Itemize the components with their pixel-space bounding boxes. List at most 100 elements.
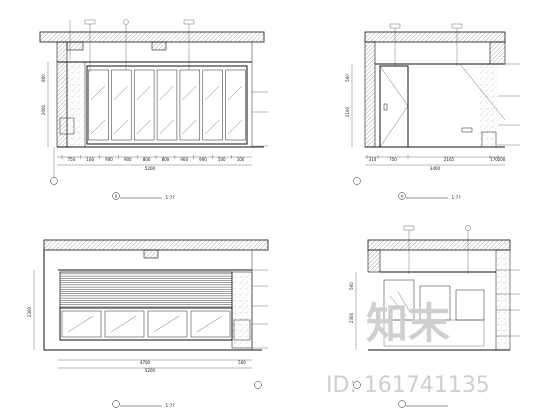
watermark-logo: 知末 [366, 299, 450, 348]
glass-reflection [228, 119, 243, 135]
window-panel [147, 310, 188, 338]
dim-bl-b: 500 [238, 360, 246, 365]
total-dim-top-left: 5200 [145, 166, 156, 171]
left-wall [56, 41, 68, 148]
glass-reflection [67, 315, 94, 333]
glass-reflection [90, 119, 105, 135]
section-marker-top-right [353, 177, 361, 185]
glass-reflection [136, 85, 151, 101]
glass-panel [202, 69, 223, 141]
dimension-label: 2165 [444, 157, 455, 162]
side-dim-top-left-b: 2000 [41, 104, 46, 115]
section-marker-bottom-left [254, 381, 262, 389]
door [379, 65, 409, 148]
side-dim-bl: 2300 [27, 306, 32, 317]
left-wall-right [364, 41, 376, 148]
drawing-title-bottom-right [398, 400, 448, 408]
glass-panel [133, 69, 155, 141]
ceiling-drop-right-block [489, 41, 506, 65]
glass-reflection [113, 85, 128, 101]
glass-reflection [196, 315, 223, 333]
glass-reflection [136, 119, 151, 135]
ceiling-drop-right [151, 41, 167, 51]
total-dim-top-right: 3400 [430, 166, 441, 171]
glass-reflection [205, 85, 220, 101]
dimension-label: 750 [389, 157, 397, 162]
dimension-label: 900 [199, 157, 207, 162]
section-marker-top-left [50, 147, 58, 185]
ceiling-slab [39, 31, 265, 43]
drawing-title-bottom-left: 1:?? [112, 400, 175, 409]
ceiling-slab-br [367, 239, 511, 251]
watermark-id: ID: 161741135 [326, 373, 490, 398]
glass-reflection [228, 85, 243, 101]
dimension-label: 170 [490, 157, 498, 162]
dimension-label: 900 [105, 157, 113, 162]
side-dim-top-right-b: 2100 [345, 106, 350, 117]
dimension-label: 100 [86, 157, 94, 162]
dimension-label: 900 [180, 157, 188, 162]
dimension-label: 750 [68, 157, 76, 162]
glass-reflection [113, 119, 128, 135]
glass-panel [156, 69, 178, 141]
speckle-wall-right [480, 64, 498, 147]
dimension-label: 100 [237, 157, 245, 162]
callouts-bottom-right [403, 225, 520, 337]
ceiling-drop-bl [143, 249, 159, 259]
ceiling-slab-bl [43, 239, 269, 251]
window-panel [190, 310, 231, 338]
dimension-label: 200 [498, 157, 506, 162]
scale-top-right: 1:?? [451, 195, 461, 201]
dimension-label: 800 [143, 157, 151, 162]
glass-panel [88, 69, 109, 141]
window-panel [104, 310, 145, 338]
dim-bl-a: 4700 [140, 360, 151, 365]
total-dim-bottom-left: 5200 [145, 368, 156, 373]
scale-bottom-left: 1:?? [165, 403, 175, 409]
window-band [59, 307, 233, 341]
window-panel [61, 310, 102, 338]
glass-reflection [153, 315, 180, 333]
ceiling-drop-left [66, 41, 84, 51]
dimension-label: 310 [369, 157, 377, 162]
ceiling-slab-right [364, 31, 506, 43]
watermark: 知末 ID: 161741135 [326, 299, 490, 398]
scale-top-left: 1:?? [165, 195, 175, 201]
right-wall-br [495, 249, 511, 351]
glass-reflection [159, 119, 174, 135]
side-dim-br-a: 500 [349, 282, 354, 290]
glass-reflection [205, 119, 220, 135]
speckle-wall-bl [231, 271, 253, 349]
callouts-top-right [389, 23, 520, 146]
glass-reflection [159, 85, 174, 101]
section-marker-bottom-right [353, 381, 361, 389]
roller-shutter [59, 271, 233, 309]
dimension-label: 500 [218, 157, 226, 162]
ceiling-drop-br [367, 249, 381, 273]
glass-panel [179, 69, 201, 141]
glass-panel [111, 69, 132, 141]
dimension-label: 800 [162, 157, 170, 162]
glass-panel [225, 69, 246, 141]
side-dim-top-right-a: 500 [345, 74, 350, 82]
elevation-bottom-right: 500 2300 [349, 225, 520, 408]
dimension-label: 900 [124, 157, 132, 162]
glass-partition [86, 65, 248, 145]
glass-reflection [110, 315, 137, 333]
drawing-title-top-left: D 1:?? [112, 192, 175, 201]
svg-text:D: D [401, 194, 404, 198]
cabinet-box [59, 117, 75, 135]
drawing-title-top-right: D 1:?? [398, 192, 461, 201]
callouts-bottom-left [252, 269, 268, 349]
callouts-top-left [69, 19, 268, 147]
glass-reflection [90, 85, 105, 101]
side-dim-top-left-a: 800 [41, 74, 46, 82]
side-dim-br-b: 2300 [349, 312, 354, 323]
svg-text:D: D [115, 194, 118, 198]
elevation-bottom-left: 4700 500 5200 2300 1:?? [27, 239, 269, 409]
glass-reflection [182, 85, 197, 101]
glass-reflection [182, 119, 197, 135]
